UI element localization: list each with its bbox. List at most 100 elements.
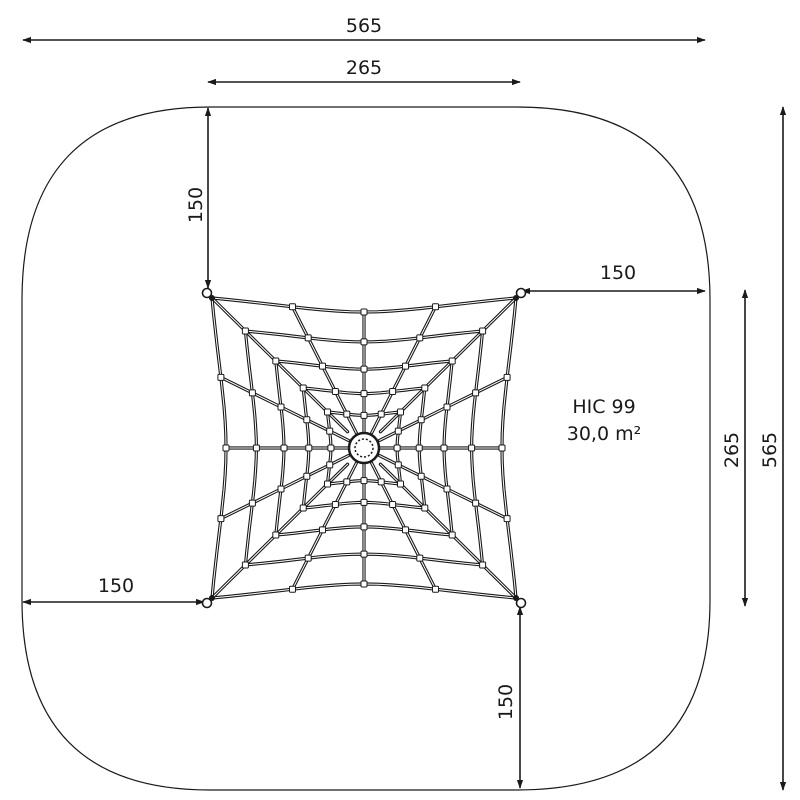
net-radial-12-core <box>211 463 349 599</box>
net-knot-72 <box>248 389 256 397</box>
net-knot-24 <box>472 389 480 397</box>
net-knot-11 <box>360 365 368 373</box>
net-knot-13 <box>360 411 368 419</box>
net-knot-59 <box>299 504 307 512</box>
corner-anchor-0 <box>201 287 213 299</box>
net-knot-16 <box>402 362 409 370</box>
net-knot-53 <box>304 554 312 562</box>
net-knot-29 <box>468 444 476 452</box>
net-knot-20 <box>448 357 456 365</box>
net-knot-45 <box>389 501 397 508</box>
net-knot-50 <box>360 498 368 506</box>
corner-anchor-1 <box>515 287 527 299</box>
corner-clamp-0 <box>209 295 215 301</box>
center-hub <box>347 431 381 465</box>
net-knot-19 <box>479 327 487 335</box>
net-knot-62 <box>248 499 256 507</box>
net-knot-51 <box>360 477 368 485</box>
corner-clamp-2 <box>513 595 519 601</box>
dim-label-overall-width: 565 <box>346 15 382 37</box>
net-knot-66 <box>222 444 230 452</box>
net-knot-14 <box>432 303 439 311</box>
net-radial-4-core <box>379 297 517 433</box>
net-knot-17 <box>389 388 397 395</box>
net-knot-47 <box>360 580 368 588</box>
corner-clamp-1 <box>513 295 519 301</box>
net-knot-56 <box>343 478 351 486</box>
net-knot-1 <box>272 357 280 365</box>
net-knot-5 <box>304 334 312 342</box>
net-knot-4 <box>289 303 296 311</box>
net-knot-65 <box>326 461 334 469</box>
net-radial-8-core <box>379 463 517 599</box>
net-knot-25 <box>443 403 451 411</box>
net-knot-36 <box>417 472 425 480</box>
net-knot-7 <box>331 388 339 395</box>
net-knot-68 <box>280 444 288 452</box>
safety-zone-outline <box>21 106 711 791</box>
net-knot-26 <box>417 416 425 424</box>
net-knot-43 <box>416 554 424 562</box>
net-knot-28 <box>498 444 506 452</box>
area-label: 30,0 m² <box>567 423 641 445</box>
net-knot-31 <box>415 444 423 452</box>
net-knot-74 <box>303 416 311 424</box>
hic-label: HIC 99 <box>572 396 635 418</box>
net-knot-3 <box>324 408 331 416</box>
net-knot-21 <box>421 384 429 392</box>
dim-label-overall-height: 565 <box>759 432 781 468</box>
net-knot-48 <box>360 550 368 558</box>
net-knot-8 <box>343 410 351 418</box>
net-knot-30 <box>440 444 448 452</box>
net-knot-75 <box>326 427 334 435</box>
dimension-labels: 565 265 150 150 150 150 265 565 <box>98 15 781 720</box>
net-knot-23 <box>503 373 511 381</box>
net-knot-54 <box>319 526 326 534</box>
net-knot-42 <box>432 585 439 593</box>
net-knot-0 <box>241 327 249 335</box>
dim-label-right-offset: 150 <box>600 262 636 284</box>
net-knot-10 <box>360 338 368 346</box>
net-knot-9 <box>360 308 368 316</box>
net-knot-38 <box>479 561 487 569</box>
net-radial-0-core <box>211 297 349 433</box>
net-knot-27 <box>394 427 402 435</box>
dim-label-top-offset: 150 <box>185 187 207 223</box>
dim-label-left-offset: 150 <box>98 575 134 597</box>
net-knot-18 <box>377 410 385 418</box>
dim-label-bottom-offset: 150 <box>495 684 517 720</box>
net-knot-70 <box>327 444 335 452</box>
net-knot-22 <box>397 408 404 416</box>
center-hub-inner <box>354 438 374 458</box>
net-knot-34 <box>472 499 480 507</box>
net-knot-57 <box>241 561 249 569</box>
net-knot-33 <box>503 515 511 523</box>
corner-anchor-3 <box>201 597 213 609</box>
net-knot-40 <box>421 504 429 512</box>
net-knot-46 <box>377 478 385 486</box>
corner-anchor-2 <box>515 597 527 609</box>
net-knot-12 <box>360 390 368 398</box>
corner-clamp-3 <box>209 595 215 601</box>
net-knot-71 <box>217 373 225 381</box>
net-knot-67 <box>252 444 260 452</box>
net-knot-58 <box>272 531 280 539</box>
net-knot-32 <box>393 444 401 452</box>
net-knot-2 <box>299 384 307 392</box>
net-knot-69 <box>305 444 313 452</box>
net-knot-35 <box>443 485 451 493</box>
net-knot-64 <box>303 472 311 480</box>
net-knot-41 <box>397 480 404 488</box>
net-knot-52 <box>289 585 296 593</box>
net-knot-15 <box>416 334 424 342</box>
net-knot-73 <box>277 403 285 411</box>
net-knot-44 <box>402 526 409 534</box>
dim-label-inner-height: 265 <box>721 432 743 468</box>
net-knot-6 <box>319 362 326 370</box>
net-knot-63 <box>277 485 285 493</box>
rope-net <box>201 287 527 609</box>
net-knot-39 <box>448 531 456 539</box>
dimension-lines <box>22 36 787 791</box>
net-knot-60 <box>324 480 331 488</box>
